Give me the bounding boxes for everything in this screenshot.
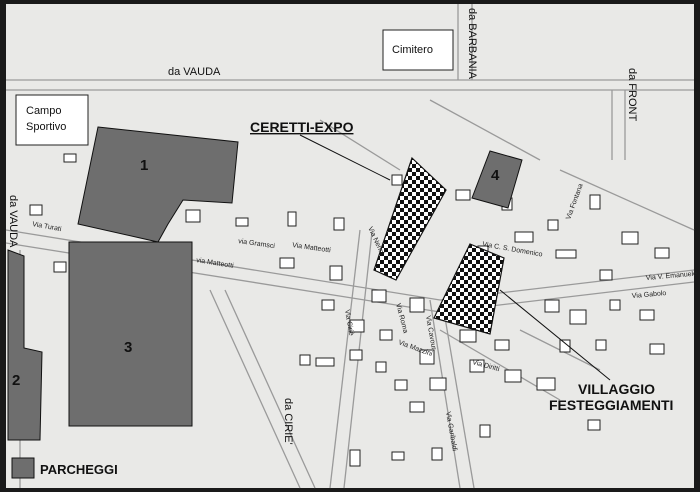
legend-swatch [11,457,35,479]
legend: PARCHEGGI [11,457,118,479]
parking-3 [68,241,193,427]
label-sportivo: Sportivo [26,121,66,133]
parking-number-3: 3 [124,339,132,356]
event-areas [373,156,505,335]
legend-label: PARCHEGGI [40,462,118,477]
leader-lines [299,134,611,381]
villaggio-area [433,243,505,335]
label-da-vauda-top: da VAUDA [168,66,221,78]
parking-number-2: 2 [12,372,20,389]
label-da-front: da FRONT [626,68,638,121]
label-ceretti-expo: CERETTI-EXPO [250,119,354,135]
label-villaggio: VILLAGGIO [578,381,655,397]
parking-number-1: 1 [140,157,148,174]
label-campo: Campo [26,105,61,117]
label-da-barbania: da BARBANIA [466,8,478,80]
label-da-cirie: da CIRIE' [282,398,294,445]
label-festeggiamenti: FESTEGGIAMENTI [549,397,673,413]
parking-2 [7,249,43,441]
street-via-emanuele: Via V. Emanuele [646,271,698,282]
parking-number-4: 4 [491,167,500,184]
parking-1 [77,126,239,243]
street-via-gabolo: Via Gabolo [632,290,667,300]
parking-4 [471,150,523,209]
parking-areas [7,126,523,441]
label-cimitero: Cimitero [392,44,433,56]
buildings [15,29,670,467]
street-via-cirie: Via Ciriè [343,309,354,336]
ceretti-expo-area [373,156,447,281]
label-da-vauda-left: da VAUDA [7,195,19,248]
